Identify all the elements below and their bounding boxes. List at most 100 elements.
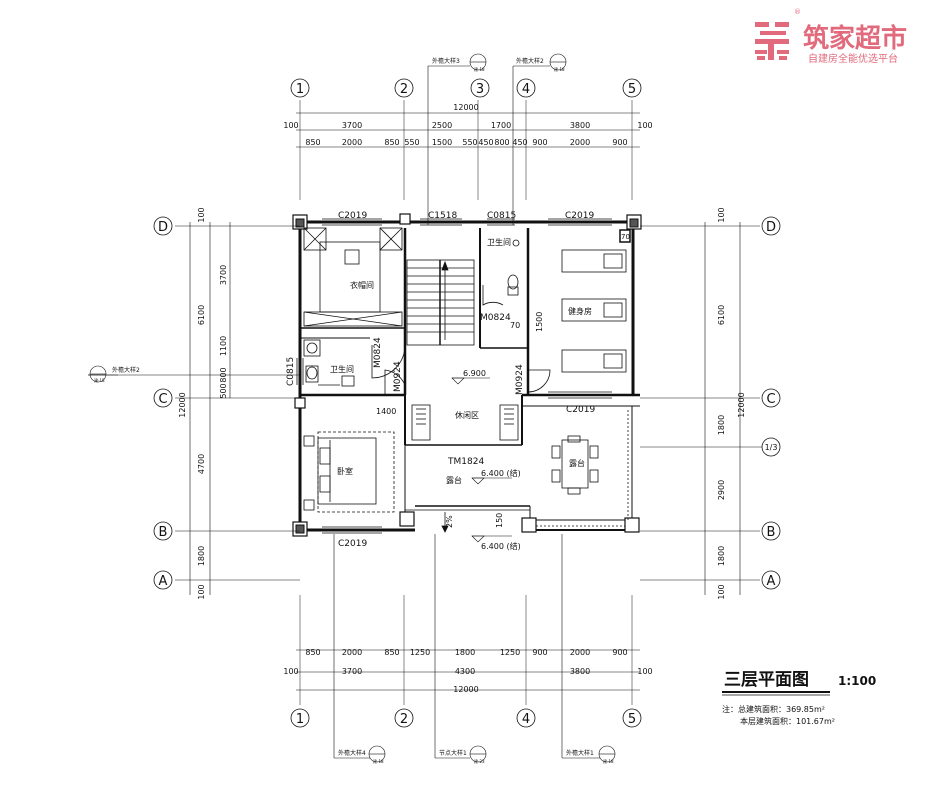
stair-dim-label: 1400: [376, 407, 396, 416]
callout-ref: 建-23: [474, 758, 485, 764]
walls: [292, 213, 642, 537]
dim-right-1: 1800: [717, 415, 726, 435]
dim-left-0: 6100: [197, 305, 206, 325]
span-label: 150: [495, 513, 504, 528]
window-label: C2019: [338, 211, 367, 221]
dim-bot-r2-4: 100: [637, 667, 652, 676]
sink-label: 70: [510, 321, 520, 330]
window-label: C0815: [286, 357, 296, 386]
room-gym: 健身房: [568, 306, 592, 316]
dim-bot-r1-6: 900: [532, 648, 547, 657]
axis-label-a-right: A: [767, 574, 776, 589]
dim-bot-r2-0: 100: [283, 667, 298, 676]
room-bedroom: 卧室: [337, 466, 353, 476]
dim-top-r2-3: 1700: [491, 121, 511, 130]
brand-logo: ® 筑家超市 自建房全能优选平台: [755, 8, 907, 65]
dim-top-r3-6: 450: [478, 138, 493, 147]
callout-text: 外檐大样2: [112, 366, 140, 374]
door-label: M0924: [393, 361, 403, 392]
axis-label-c-right: C: [766, 392, 775, 407]
callout-text: 外檐大样3: [432, 57, 460, 65]
slope-label: 2%: [445, 515, 454, 528]
dim-top-r2-1: 3700: [342, 121, 362, 130]
room-bath-1: 卫生间: [330, 364, 354, 374]
axis-label-4: 4: [522, 82, 530, 97]
dim-top-r3-0: 850: [305, 138, 320, 147]
axis-label-d: D: [158, 220, 168, 235]
dim-left-total: 12000: [178, 392, 187, 417]
dim-bot-r1-4: 1800: [455, 648, 475, 657]
dim-top-r3-5: 550: [462, 138, 477, 147]
title-block: 三层平面图 1:100 注：总建筑面积：369.85m² 本层建筑面积：101.…: [722, 670, 876, 726]
axis-grid: [175, 100, 762, 705]
callout-text: 外檐大样2: [516, 57, 544, 65]
dim-right-bottom: 100: [717, 584, 726, 599]
callout-text: 节点大样1: [439, 749, 467, 757]
stair-width-label: 1500: [535, 312, 544, 332]
stair-treads: [407, 267, 474, 333]
dim-top-r3-1: 2000: [342, 138, 362, 147]
dim-top-r3-9: 900: [532, 138, 547, 147]
axis-label-1: 1: [296, 82, 304, 97]
axis-label-b-right: B: [767, 525, 776, 540]
dim-top-r2-4: 3800: [570, 121, 590, 130]
elevations: [451, 377, 512, 543]
room-bath-2: 卫生间: [487, 237, 511, 247]
callout-ref: 建-18: [94, 377, 105, 383]
dim-top-r2-0: 100: [283, 121, 298, 130]
logo-mark-icon: [755, 22, 789, 60]
window-label: C1518: [428, 211, 457, 221]
axis-label-sub: 1/3: [765, 443, 778, 452]
dim-top-r3-10: 2000: [570, 138, 590, 147]
axis-label-a: A: [159, 574, 168, 589]
dim-bot-r2-1: 3700: [342, 667, 362, 676]
door-label: M0824: [480, 313, 511, 323]
dim-bot-r1-1: 2000: [342, 648, 362, 657]
dim-left-bottom: 100: [197, 584, 206, 599]
dims-left: 100 6100 4700 1800 100 12000 3700 1100 8…: [178, 207, 228, 599]
dim-top-r2-5: 100: [637, 121, 652, 130]
dim-bot-r1-3: 1250: [410, 648, 430, 657]
dim-top-r3-2: 850: [384, 138, 399, 147]
flue-label: 70: [621, 233, 630, 241]
window-label: C0815: [487, 211, 516, 221]
window-label: C2019: [566, 405, 595, 415]
level-floor: 6.900: [463, 369, 486, 378]
dim-top-r3-8: 450: [512, 138, 527, 147]
dims-bottom: 850 2000 850 1250 1800 1250 900 2000 900…: [283, 648, 652, 694]
dim-bot-r2-3: 3800: [570, 667, 590, 676]
window-label: C2019: [565, 211, 594, 221]
dim-left-in-0: 3700: [219, 265, 228, 285]
dim-top-r3-7: 800: [494, 138, 509, 147]
room-wardrobe: 衣帽间: [350, 280, 374, 290]
dim-left-in-1: 1100: [219, 336, 228, 356]
callouts: [88, 53, 616, 763]
level-lower: 6.400 (结): [481, 541, 521, 551]
axis-label-d-right: D: [766, 220, 776, 235]
room-labels: 衣帽间 卫生间 卫生间 健身房 休闲区 卧室 露台 露台: [330, 237, 592, 485]
callout-texts: 外檐大样3 建-18 外檐大样2 建-18 外檐大样2 建-18 外檐大样4 建…: [94, 57, 614, 764]
dim-left-in-3: 500: [219, 383, 228, 398]
door-label: M0824: [373, 337, 383, 368]
dim-total-bottom: 12000: [453, 685, 478, 694]
note-total-area: 注：总建筑面积：369.85m²: [722, 704, 825, 714]
callout-ref: 建-18: [373, 758, 384, 764]
dimension-lines: [189, 112, 741, 691]
dim-right-0: 6100: [717, 305, 726, 325]
note-floor-area: 本层建筑面积：101.67m²: [740, 716, 835, 726]
dim-top-r2-2: 2500: [432, 121, 452, 130]
level-terrace: 6.400 (结): [481, 468, 521, 478]
room-terrace-1: 露台: [446, 475, 462, 485]
opening-labels: C2019 C1518 C0815 C2019 C2019 C2019 C081…: [286, 211, 595, 549]
axis-bubbles: [153, 78, 781, 728]
drawing-scale: 1:100: [838, 674, 876, 688]
dim-left-1: 4700: [197, 454, 206, 474]
door-label: TM1824: [447, 457, 484, 467]
logo-slogan: 自建房全能优选平台: [808, 52, 898, 65]
dim-right-top: 100: [717, 207, 726, 222]
dim-left-2: 1800: [197, 546, 206, 566]
door-label: M0924: [515, 364, 525, 395]
registered-mark: ®: [794, 8, 801, 16]
room-terrace-2: 露台: [569, 458, 585, 468]
